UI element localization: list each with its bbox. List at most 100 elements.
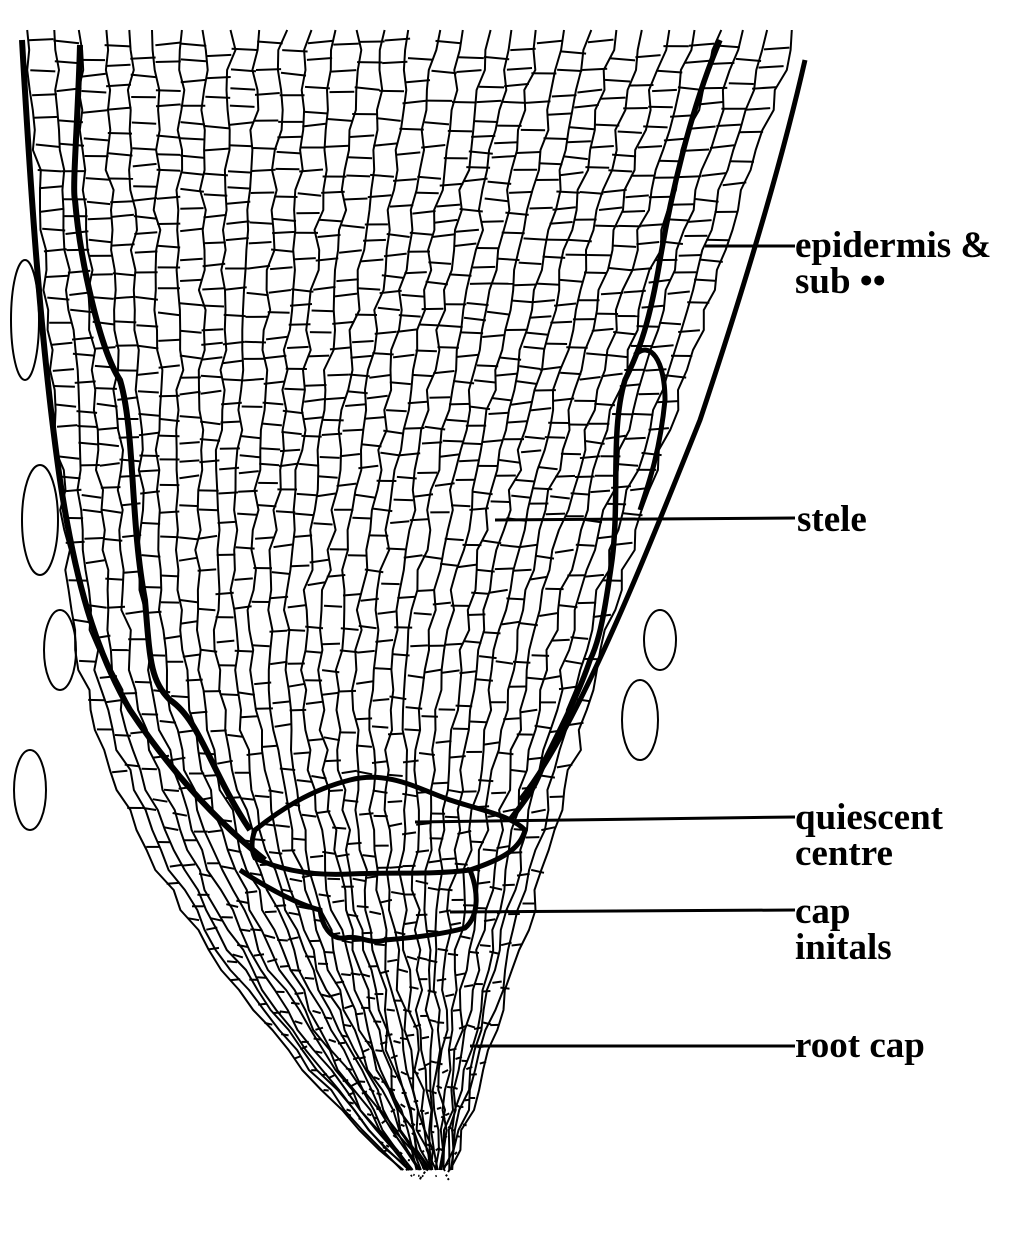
cell-wall	[240, 455, 260, 457]
cell-wall	[281, 432, 301, 434]
cell-wall	[241, 436, 261, 438]
cell-wall	[245, 342, 267, 343]
cell-wall	[55, 405, 76, 407]
cell-wall	[54, 386, 75, 387]
cell-wall	[322, 434, 342, 435]
cell-wall	[698, 102, 723, 105]
cell-wall	[470, 283, 492, 284]
cell-wall	[560, 373, 581, 374]
label-quiescent-centre: quiescent centre	[795, 800, 943, 872]
cell-wall	[665, 375, 686, 377]
cell-wall	[613, 246, 636, 247]
cell-wall	[157, 154, 181, 155]
cell-wall	[477, 365, 498, 366]
cell-wall	[397, 1152, 399, 1153]
cell-wall	[638, 146, 662, 147]
cell-wall	[204, 194, 228, 195]
cell-wall	[199, 510, 218, 511]
cell-wall	[343, 430, 363, 431]
cell-wall	[641, 224, 664, 226]
cell-wall	[238, 491, 258, 492]
cell-wall	[431, 1148, 434, 1149]
cell-wall	[407, 957, 417, 960]
cell-wall	[390, 521, 409, 523]
cell-wall	[602, 374, 623, 377]
cell-wall	[403, 761, 419, 763]
cell-wall	[531, 810, 545, 813]
cell-wall	[346, 1068, 352, 1069]
cell-wall	[362, 933, 373, 934]
cell-wall	[364, 417, 385, 419]
cell-wall	[700, 260, 723, 262]
cell-wall	[429, 397, 450, 398]
cell-wall	[241, 716, 257, 717]
cell-wall	[88, 218, 111, 219]
cell-wall	[209, 948, 219, 950]
cell-wall	[205, 149, 229, 151]
cell-wall	[410, 233, 433, 235]
cell-wall	[567, 141, 591, 142]
cell-wall	[403, 1010, 411, 1012]
cell-wall	[277, 137, 301, 138]
cell-wall	[402, 832, 416, 834]
cell-wall	[469, 952, 479, 953]
cell-wall	[633, 414, 654, 415]
cell-wall	[155, 43, 180, 46]
cell-wall	[373, 1021, 381, 1022]
cell-wall	[386, 1145, 389, 1147]
cell-wall	[496, 661, 513, 663]
cell-wall	[471, 136, 495, 137]
cell-wall	[230, 88, 255, 89]
cell-wall	[117, 397, 138, 400]
cell-wall	[221, 866, 234, 868]
cell-wall	[291, 1003, 300, 1004]
cell-wall	[401, 1125, 405, 1127]
cell-wall	[625, 195, 648, 197]
cell-wall	[183, 655, 200, 657]
cell-wall	[111, 215, 134, 217]
cell-wall	[437, 1086, 442, 1088]
cell-wall	[418, 1068, 424, 1070]
cell-wall	[314, 1039, 321, 1040]
cell-wall	[97, 404, 118, 407]
cell-wall	[332, 828, 346, 829]
cell-wall	[180, 172, 204, 174]
cell-wall	[137, 346, 159, 349]
cell-wall	[416, 915, 428, 916]
cell-wall	[657, 71, 682, 73]
cell-wall	[205, 126, 229, 128]
cell-wall	[113, 273, 135, 275]
cell-wall	[227, 961, 237, 962]
cell-wall	[555, 550, 574, 553]
cell-wall	[577, 90, 602, 93]
cell-wall	[550, 496, 570, 498]
cell-wall	[232, 49, 257, 50]
cell-wall	[282, 50, 307, 51]
cell-wall	[387, 1010, 395, 1011]
cell-wall	[198, 536, 217, 539]
cell-wall	[449, 404, 470, 405]
cell-wall	[411, 1175, 412, 1176]
cell-wall	[608, 170, 632, 171]
cell-wall	[218, 522, 237, 523]
cell-wall	[179, 475, 199, 478]
cortex-boundary-left	[74, 45, 250, 830]
cell-wall	[639, 394, 660, 395]
cell-wall	[327, 119, 351, 121]
cell-wall	[201, 376, 222, 378]
label-cap-initials: cap initals	[795, 894, 892, 966]
cell-wall	[359, 1118, 363, 1120]
cell-wall	[492, 982, 501, 983]
cell-wall	[346, 176, 370, 177]
cell-wall	[533, 300, 555, 302]
cell-wall	[592, 329, 614, 331]
cell-wall	[342, 941, 353, 943]
cell-wall	[358, 288, 380, 289]
cell-wall	[473, 267, 496, 268]
cell-wall	[440, 889, 452, 890]
cell-wall	[445, 817, 459, 818]
cell-wall	[552, 95, 577, 96]
cell-wall	[305, 651, 323, 653]
cell-wall	[442, 1070, 448, 1073]
cell-wall	[566, 347, 587, 348]
